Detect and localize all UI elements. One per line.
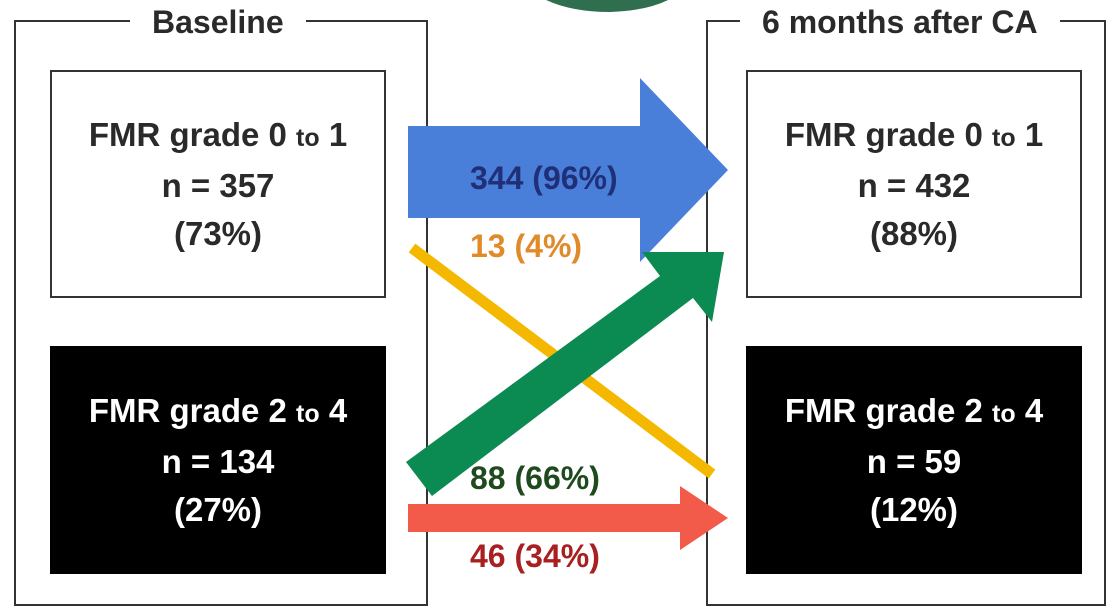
high-to-high-arrow [408, 486, 728, 550]
followup-low-label: FMR grade 0 to 1 [784, 115, 1044, 153]
decorative-shape [546, 0, 669, 12]
baseline-high-n: n = 134 [161, 442, 275, 480]
followup-low-pct: (88%) [869, 214, 959, 252]
baseline-low-n: n = 357 [161, 166, 275, 204]
followup-title: 6 months after CA [740, 2, 1060, 42]
baseline-high-label: FMR grade 2 to 4 [88, 391, 348, 429]
followup-low-n: n = 432 [857, 166, 971, 204]
baseline-low-pct: (73%) [173, 214, 263, 252]
followup-grade-2-4-box: FMR grade 2 to 4 n = 59 (12%) [746, 346, 1082, 574]
high-to-low-label: 88 (66%) [470, 460, 600, 496]
low-to-high-label: 13 (4%) [470, 228, 583, 264]
followup-grade-0-1-box: FMR grade 0 to 1 n = 432 (88%) [746, 70, 1082, 298]
high-to-high-label: 46 (34%) [470, 538, 600, 574]
baseline-grade-0-1-box: FMR grade 0 to 1 n = 357 (73%) [50, 70, 386, 298]
baseline-grade-2-4-box: FMR grade 2 to 4 n = 134 (27%) [50, 346, 386, 574]
high-to-low-arrow [406, 252, 724, 496]
followup-high-pct: (12%) [869, 490, 959, 528]
baseline-title: Baseline [130, 2, 306, 42]
baseline-low-label: FMR grade 0 to 1 [88, 115, 348, 153]
followup-high-n: n = 59 [866, 442, 962, 480]
low-to-low-label: 344 (96%) [470, 160, 618, 196]
low-to-low-arrow [408, 78, 728, 262]
baseline-high-pct: (27%) [173, 490, 263, 528]
followup-high-label: FMR grade 2 to 4 [784, 391, 1044, 429]
